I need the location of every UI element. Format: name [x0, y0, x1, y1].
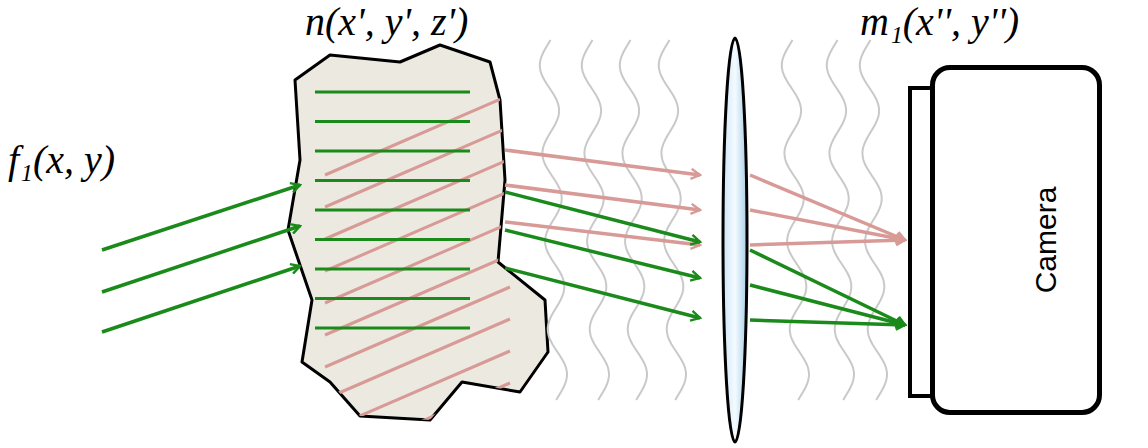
grating-line [325, 95, 510, 175]
grating-line [315, 150, 470, 153]
grating-lines [315, 92, 510, 448]
wavefront [582, 40, 609, 400]
grating-line [315, 268, 470, 271]
grating-line [325, 191, 510, 271]
diffracted-beam-pink [505, 150, 905, 245]
grating-line [325, 127, 510, 207]
input-beam [102, 185, 300, 332]
grating-line [325, 223, 510, 303]
wavefront [827, 40, 854, 400]
grating-line [315, 297, 470, 300]
grating-line [325, 351, 510, 431]
grating-line [315, 238, 470, 241]
formula-label: f₁(x, y) [8, 140, 115, 180]
grating-line [315, 327, 470, 330]
camera-body: Camera [930, 65, 1102, 415]
wavefront [620, 40, 647, 400]
wavefront [659, 40, 686, 400]
grating-line [315, 91, 470, 94]
grating-line [315, 179, 470, 182]
grating-line [325, 319, 510, 399]
grating-line [315, 209, 470, 212]
wavefront [540, 40, 567, 400]
camera-label: Camera [1031, 187, 1061, 294]
grating-line [315, 120, 470, 123]
formula-label: m₁(x'', y'') [860, 2, 1019, 42]
formula-label: n(x', y', z') [305, 2, 468, 42]
grating-line [325, 255, 510, 335]
lens [723, 38, 747, 442]
grating-line [325, 159, 510, 239]
grating-line [325, 383, 510, 448]
wavefront [860, 40, 887, 400]
diffracted-beam-green [505, 192, 905, 325]
wavefronts [540, 40, 887, 400]
